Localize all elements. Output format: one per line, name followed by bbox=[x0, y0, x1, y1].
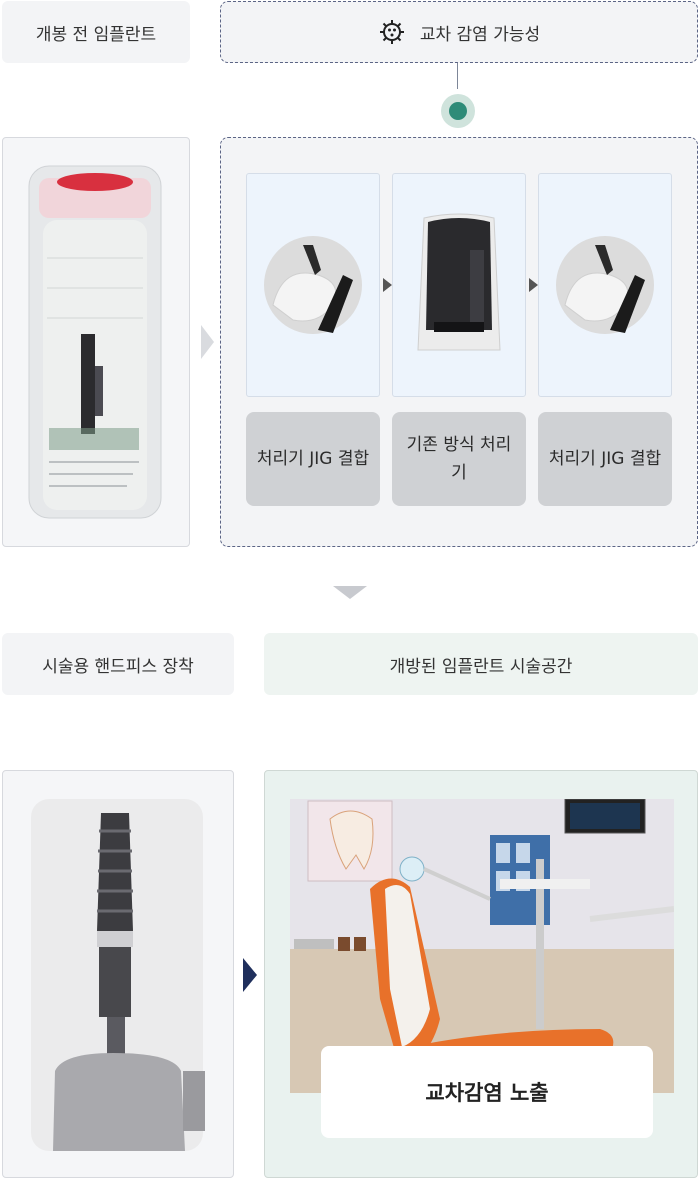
open-space-label: 개방된 임플란트 시술공간 bbox=[264, 633, 698, 695]
handpiece-jig-image bbox=[556, 236, 654, 334]
before-opening-label: 개봉 전 임플란트 bbox=[2, 1, 190, 63]
step-label-text: 처리기 JIG 결합 bbox=[548, 449, 662, 469]
virus-icon bbox=[379, 20, 404, 44]
step-image-jig-1 bbox=[246, 173, 380, 397]
step-arrow-icon bbox=[383, 278, 392, 292]
before-opening-text: 개봉 전 임플란트 bbox=[35, 24, 157, 45]
step-label-2: 기존 방식 처리기 bbox=[392, 412, 526, 506]
implant-package-image bbox=[28, 165, 162, 519]
open-space-text: 개방된 임플란트 시술공간 bbox=[389, 656, 573, 677]
step-label-text: 기존 방식 처리기 bbox=[406, 435, 512, 483]
arrow-down-icon bbox=[333, 586, 367, 599]
step-image-jig-2 bbox=[538, 173, 672, 397]
connector-line bbox=[457, 63, 458, 89]
handpiece-jig-image bbox=[264, 236, 362, 334]
implant-handpiece-image bbox=[31, 799, 205, 1151]
infection-exposure-label: 교차감염 노출 bbox=[321, 1046, 653, 1138]
step-arrow-icon bbox=[529, 278, 538, 292]
connector-dot bbox=[449, 102, 467, 120]
handpiece-text: 시술용 핸드피스 장착 bbox=[42, 656, 194, 677]
packaged-implant-photo bbox=[2, 137, 190, 547]
cross-infection-text: 교차 감염 가능성 bbox=[419, 24, 541, 45]
arrow-right-navy-icon bbox=[243, 958, 257, 992]
handpiece-label: 시술용 핸드피스 장착 bbox=[2, 633, 234, 695]
infection-exposure-text: 교차감염 노출 bbox=[425, 1081, 549, 1105]
mounted-implant-photo bbox=[2, 770, 234, 1178]
arrow-right-icon bbox=[201, 325, 214, 359]
processor-machine-image bbox=[417, 213, 501, 351]
step-label-3: 처리기 JIG 결합 bbox=[538, 412, 672, 506]
dental-clinic-image bbox=[290, 799, 674, 1093]
step-label-text: 처리기 JIG 결합 bbox=[256, 449, 370, 469]
cross-infection-box: 교차 감염 가능성 bbox=[220, 1, 698, 63]
step-image-processor bbox=[392, 173, 526, 397]
step-label-1: 처리기 JIG 결합 bbox=[246, 412, 380, 506]
